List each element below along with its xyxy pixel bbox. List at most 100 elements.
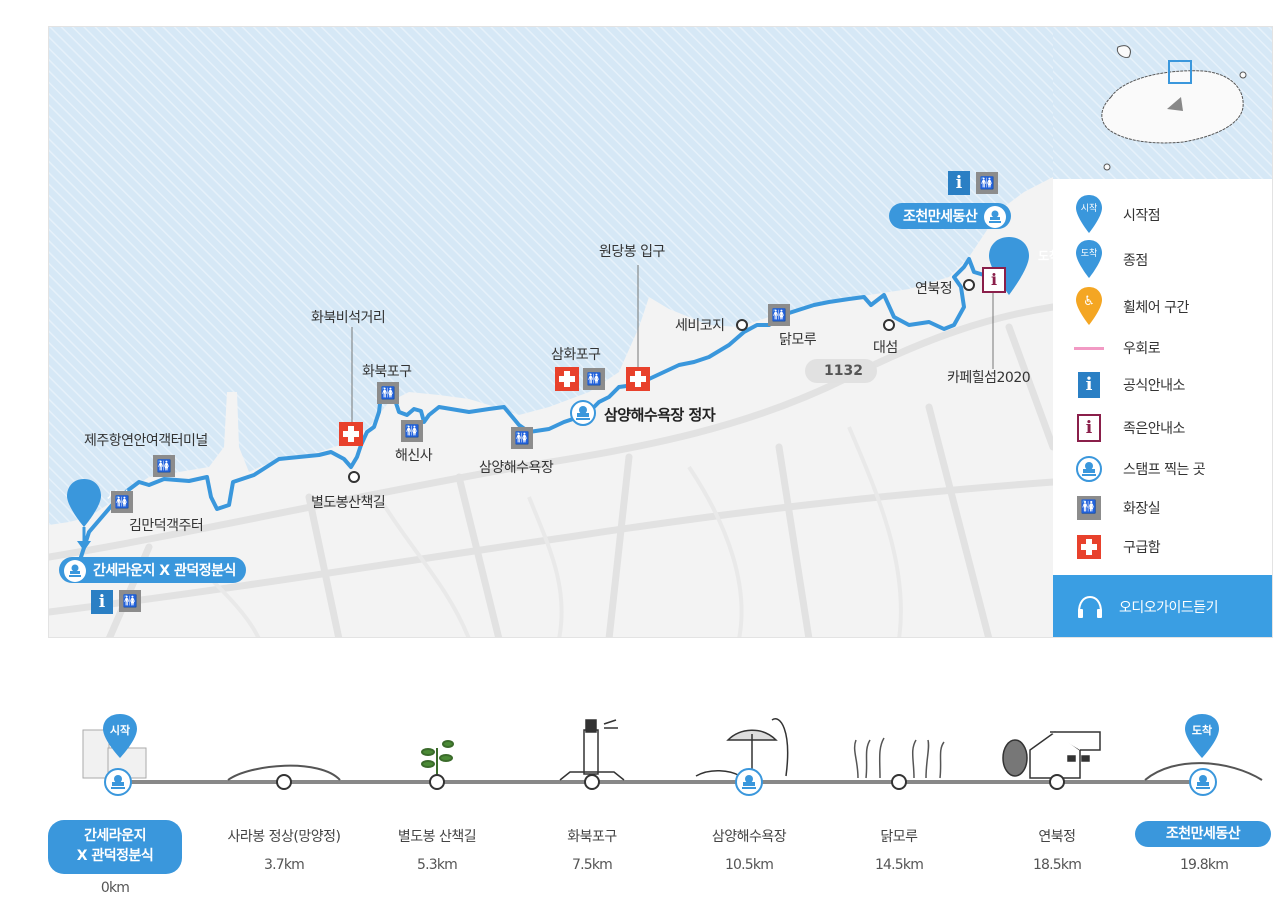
sea-area (49, 27, 1053, 525)
restroom-icon: 🚻 (511, 427, 533, 449)
audio-guide-button[interactable]: 오디오가이드듣기 (1053, 575, 1272, 637)
official-info-icon: i (91, 590, 113, 614)
label-byeoldobong: 별도봉산책길 (311, 495, 386, 511)
stop-distance: 3.7km (263, 857, 305, 873)
stop-point (429, 774, 445, 790)
legend-start: 시작 시작점 (1073, 195, 1161, 233)
restroom-icon: 🚻 (583, 368, 605, 390)
label-kimmandeok: 김만덕객주터 (129, 518, 204, 534)
label-ferry-terminal: 제주항연안여객터미널 (84, 433, 208, 449)
road-number: 1132 (824, 363, 863, 379)
end-marker-icon: 도착 (1073, 240, 1105, 278)
label-sebikoji: 세비코지 (675, 318, 725, 334)
wheelchair-icon: ♿ (1073, 287, 1105, 325)
stamp-icon (1073, 455, 1105, 483)
timeline-stamps (104, 768, 1217, 796)
stop-name: 연북정 (1038, 829, 1076, 845)
timeline-start-text: 시작 (109, 724, 131, 737)
svg-text:♿: ♿ (1083, 294, 1095, 309)
label-samyang-beach: 삼양해수욕장 (479, 460, 554, 476)
legend-stamp: 스탬프 찍는 곳 (1073, 455, 1206, 483)
stop-distance: 7.5km (571, 857, 613, 873)
label-cafe: 카페힐섬2020 (947, 370, 1031, 386)
legend-wheelchair-label: 휠체어 구간 (1123, 300, 1189, 316)
course-timeline: 시작 도착 간세라운지 X 관덕정분식 0km 사라봉 정상(망양정) 3.7k… (0, 700, 1280, 923)
start-stamp-label: 간세라운지 X 관덕정분식 (93, 563, 236, 579)
stop-distance: 14.5km (874, 857, 924, 873)
course-map: 시작 시작점 도착 종점 ♿ 휠체어 구간 우회로 i 공식안내소 i 족은안내… (48, 26, 1273, 638)
restroom-icon: 🚻 (153, 455, 175, 477)
restroom-icon: 🚻 (976, 172, 998, 194)
legend-end: 도착 종점 (1073, 240, 1148, 278)
start-stamp-pill: 간세라운지 X 관덕정분식 (59, 557, 246, 583)
first-aid-icon (339, 422, 363, 446)
daeseom-point (883, 319, 895, 331)
restroom-icon: 🚻 (768, 304, 790, 326)
end-stamp-label: 조천만세동산 (903, 209, 978, 225)
end-marker-icon: 도착 (989, 237, 1060, 297)
inset-highlight-box (1168, 60, 1192, 84)
stop-name: 화북포구 (567, 829, 617, 845)
stop-name: 삼양해수욕장 (711, 829, 787, 845)
first-aid-icon (555, 367, 579, 391)
map-legend: 시작 시작점 도착 종점 ♿ 휠체어 구간 우회로 i 공식안내소 i 족은안내… (1053, 179, 1272, 607)
legend-end-label: 종점 (1123, 253, 1148, 269)
house-illustration (1002, 731, 1101, 779)
stop-name: 닭모루 (880, 829, 918, 845)
end-marker-text: 도착 (1037, 249, 1061, 263)
timeline-illustration (82, 714, 1263, 796)
label-hwabuk-port: 화북포구 (362, 364, 412, 380)
stop-point (584, 774, 600, 790)
small-info-icon: i (982, 267, 1006, 293)
stop-name: 별도봉 산책길 (397, 829, 477, 845)
official-info-icon: i (948, 171, 970, 195)
label-hwabuk-stone: 화북비석거리 (311, 310, 386, 326)
jeju-inset-map (1053, 27, 1272, 179)
stop-distance: 18.5km (1032, 857, 1082, 873)
legend-wheelchair: ♿ 휠체어 구간 (1073, 287, 1189, 325)
stop-distance: 5.3km (416, 857, 458, 873)
restroom-icon: 🚻 (111, 491, 133, 513)
small-info-icon: i (1073, 414, 1105, 442)
legend-restroom: 🚻 화장실 (1073, 494, 1161, 522)
stop-point (276, 774, 292, 790)
hill-illustration (227, 764, 341, 781)
restroom-icon: 🚻 (377, 382, 399, 404)
timeline-stops (276, 774, 1065, 790)
stop-distance: 19.8km (1179, 857, 1229, 873)
legend-first-aid-label: 구급함 (1123, 540, 1161, 556)
stop-name-end: 조천만세동산 (1135, 821, 1271, 847)
label-yeonbukjeong: 연북정 (915, 281, 953, 297)
legend-official-info: i 공식안내소 (1073, 371, 1185, 399)
stop-distance: 0km (100, 880, 130, 896)
stop-name-start: 간세라운지 X 관덕정분식 (48, 820, 182, 874)
timeline-end-text: 도착 (1191, 724, 1213, 737)
first-aid-icon (1073, 533, 1105, 561)
road-number-badge (805, 359, 877, 383)
label-wondangbong: 원당봉 입구 (599, 244, 665, 260)
legend-restroom-label: 화장실 (1123, 501, 1161, 517)
stamp-icon (984, 206, 1007, 228)
legend-end-mark: 도착 (1081, 248, 1098, 259)
lighthouse-illustration (559, 719, 625, 781)
stop-point (891, 774, 907, 790)
label-daeseom: 대섬 (873, 340, 898, 356)
first-aid-icon (626, 367, 650, 391)
legend-start-label: 시작점 (1123, 208, 1161, 224)
start-marker-icon: 시작 (1073, 195, 1105, 233)
legend-stamp-label: 스탬프 찍는 곳 (1123, 462, 1206, 478)
label-samhwa-port: 삼화포구 (551, 347, 601, 363)
official-info-icon: i (1073, 371, 1105, 399)
legend-official-info-label: 공식안내소 (1123, 378, 1185, 394)
yeonbukjeong-point (963, 279, 975, 291)
legend-small-info-label: 족은안내소 (1123, 421, 1185, 437)
label-dakmoru: 닭모루 (779, 332, 817, 348)
beach-umbrella-illustration (695, 718, 789, 778)
legend-detour-label: 우회로 (1123, 341, 1161, 357)
reeds-illustration (853, 737, 945, 779)
restroom-icon: 🚻 (401, 420, 423, 442)
stop-name: 사라봉 정상(망양정) (227, 829, 341, 845)
stamp-icon (64, 560, 86, 582)
legend-small-info: i 족은안내소 (1073, 414, 1185, 442)
stop-point (1049, 774, 1065, 790)
